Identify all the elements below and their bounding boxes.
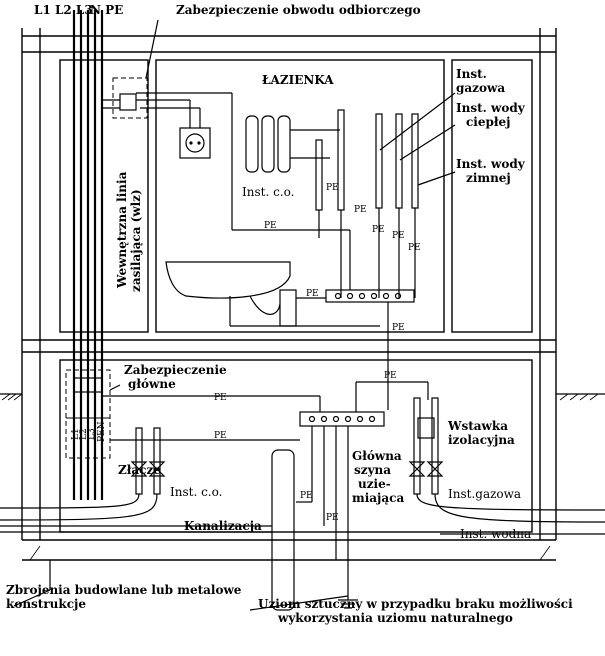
reinforcement-label-1: Zbrojenia budowlane lub metalowe [6,583,242,597]
labels: L1 L2 L3 N PE Zabezpieczenie obwodu odbi… [6,3,573,625]
n-pe-label: N PE [90,3,123,17]
pe-label-gas: PE [354,205,367,215]
bathroom-label: ŁAZIENKA [262,73,334,87]
label-leaders [379,92,456,186]
gas-base-label: Inst.gazowa [448,487,521,501]
sewage-pipe [0,449,295,611]
bathroom-bus [232,229,415,410]
heating-base-label: Inst. c.o. [170,485,222,499]
cold-water-label-2: zimnej [466,171,511,185]
pe-label-sewage: PE [300,491,313,501]
earth-electrode-label-1: Uziom sztuczny w przypadku braku możliwo… [258,597,573,611]
pe-label-cold-1: PE [392,231,405,241]
pe-label-water: PE [326,513,339,523]
socket-outlet [179,127,211,159]
earth-electrode-label-2: wykorzystania uziomu naturalnego [277,611,513,625]
foundation-hatch [29,545,551,561]
connector-pen-label: PEN [97,421,107,442]
water-base-label: Inst. wodna [460,527,531,541]
ground-gas-water-pipes [408,397,605,535]
pe-label-bathtub: PE [306,289,319,299]
hot-water-label-2: ciepłej [466,115,510,129]
connector-label: Złącze [118,463,161,477]
main-protection-label-1: Zabezpieczenie [124,363,227,377]
ground-hatch-right [556,393,605,401]
heating-bath-label: Inst. c.o. [242,185,294,199]
main-bus-label-2: szyna [354,463,391,477]
main-protection-label-2: główne [128,377,176,391]
sewage-label: Kanalizacja [184,519,262,533]
pe-label-bath-line: PE [264,221,277,231]
gas-inst-label-2: gazowa [456,81,505,95]
main-bus-label-3: uzie- [358,477,391,491]
bathtub [165,261,380,327]
hot-water-label-1: Inst. wody [456,101,526,115]
insulating-insert-label-1: Wstawka [447,419,508,433]
internal-line-label-1: Wewnętrzna linia [115,171,129,289]
bathroom-pipes [318,113,419,298]
internal-line-label-2: zasilająca (wlz) [129,189,143,292]
pe-label-gas-ground: PE [384,371,397,381]
main-protection [65,369,121,459]
phases-label: L1 L2 L3 [34,3,93,17]
connector-l1-label: L1 [71,428,81,440]
ground-hatch-left [0,393,23,401]
main-bus-label-4: miająca [352,491,404,505]
pe-label-cold-2: PE [408,243,421,253]
insulating-insert-label-2: izolacyjna [448,433,515,447]
ground-heating-pipes [0,427,166,521]
connector-l2-label: L2 [79,428,89,440]
pe-label-heating: PE [214,431,227,441]
pe-label-radiator: PE [326,183,339,193]
main-bus-label-1: Główna [352,449,402,463]
reinforcement-label-2: konstrukcje [6,597,86,611]
connector-l3-label: L3 [87,428,97,440]
earth-symbol [13,560,358,611]
circuit-protection-label: Zabezpieczenie obwodu odbiorczego [176,3,421,17]
pe-label-connector: PE [214,393,227,403]
cold-water-label-1: Inst. wody [456,157,526,171]
building-structure [0,28,605,561]
gas-inst-label-1: Inst. [456,67,487,81]
circuit-protection [112,19,233,230]
pe-label-hot: PE [372,225,385,235]
pe-label-bus-down: PE [392,323,405,333]
